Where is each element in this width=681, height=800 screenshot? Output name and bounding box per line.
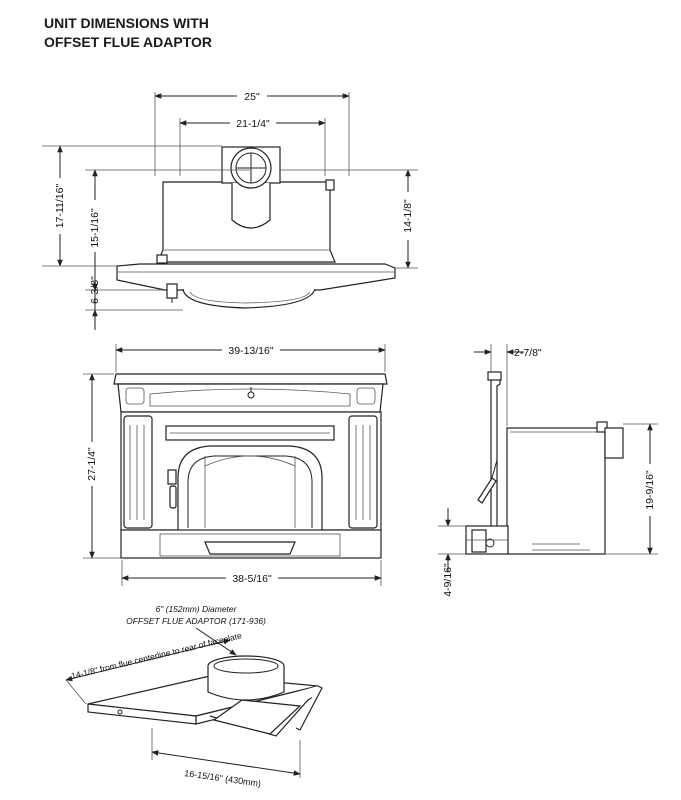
front-mantle bbox=[113, 373, 388, 385]
top-view-flue-tube bbox=[231, 183, 271, 229]
front-height-label: 27-1/4" bbox=[86, 447, 98, 481]
side-top-offset-label: 2-7/8" bbox=[514, 347, 542, 359]
top-height-inner-label: 15-1/16" bbox=[89, 208, 101, 248]
top-width-inner-label: 21-1/4" bbox=[236, 118, 270, 130]
front-door-handle bbox=[169, 485, 177, 509]
top-view-knob bbox=[166, 283, 178, 299]
adaptor-caption-line-2: OFFSET FLUE ADAPTOR (171-936) bbox=[126, 616, 266, 626]
title-line-1: UNIT DIMENSIONS WITH bbox=[44, 15, 209, 31]
side-body bbox=[506, 427, 606, 555]
top-view-ash-lip bbox=[182, 288, 316, 309]
front-width-bottom-label: 38-5/16" bbox=[232, 573, 272, 585]
top-height-right-label: 14-1/8" bbox=[402, 199, 414, 233]
title-line-2: OFFSET FLUE ADAPTOR bbox=[44, 34, 212, 50]
top-view: 25" 21-1/4" 17-11/16" 15-1/16" 6-3/8" 14… bbox=[42, 89, 418, 330]
side-height-label: 19-9/16" bbox=[644, 470, 656, 510]
side-flue bbox=[604, 427, 624, 459]
front-width-top-label: 39-13/16" bbox=[228, 345, 273, 357]
page-title: UNIT DIMENSIONS WITH OFFSET FLUE ADAPTOR bbox=[44, 14, 212, 52]
side-bottom-offset-label: 4-9/16" bbox=[442, 563, 454, 597]
side-faceplate bbox=[490, 373, 501, 531]
adaptor-view: 6" (152mm) Diameter OFFSET FLUE ADAPTOR … bbox=[65, 604, 323, 789]
front-view: 39-13/16" 38-5/16" 27-1/4" bbox=[83, 343, 388, 586]
side-view: 2-7/8" 19-9/16" 4-9/16" bbox=[438, 344, 658, 597]
top-depth-lower-label: 6-3/8" bbox=[89, 276, 101, 304]
adaptor-caption-line-1: 6" (152mm) Diameter bbox=[156, 604, 238, 614]
adaptor-bottom-label: 16-15/16" (430mm) bbox=[184, 768, 262, 789]
top-width-overall-label: 25" bbox=[244, 91, 260, 103]
front-ash-lip bbox=[204, 541, 296, 555]
front-door bbox=[177, 445, 323, 530]
top-height-overall-label: 17-11/16" bbox=[54, 184, 66, 229]
top-view-ledge bbox=[116, 263, 396, 291]
side-handle bbox=[477, 477, 497, 504]
